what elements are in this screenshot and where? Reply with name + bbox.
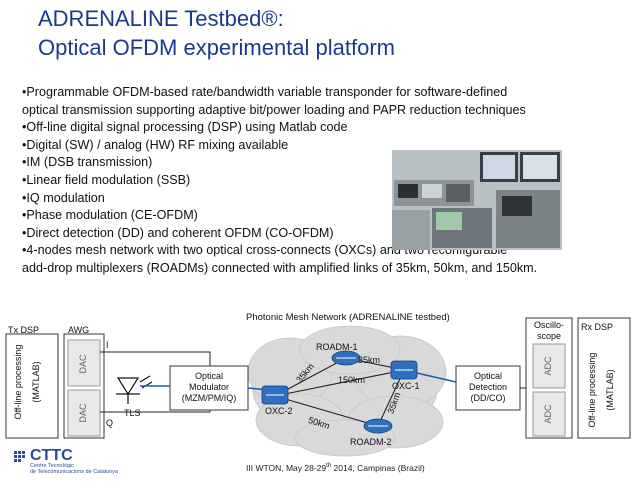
bullet-item: optical transmission supporting adaptive… [22,102,526,117]
logo-line: de Telecomunicacions de Catalunya [30,469,118,475]
logo-brand: CTTC [30,447,73,464]
bullet-item: •IQ modulation [22,190,105,205]
modulator-line: (MZM/PM/IQ) [181,393,237,403]
tls-label: TLS [124,408,141,418]
mesh-cloud [247,325,447,457]
bullet-item: •Off-line digital signal processing (DSP… [22,120,348,135]
bullet-item: •Direct detection (DD) and coherent OFDM… [22,225,334,240]
footer-venue: 2014, Campinas (Brazil) [331,463,425,473]
bullet-item: •Digital (SW) / analog (HW) RF mixing av… [22,137,289,152]
adc-top-label: ADC [543,356,553,376]
detection-line: Optical [473,371,502,381]
optical-detection-box [455,365,521,411]
cttc-logo: CTTC Centre Tecnològic de Telecomunicaci… [14,447,164,477]
logo-subtitle: Centre Tecnològic de Telecomunicacions d… [30,463,118,475]
optical-modulator-box [169,365,249,411]
oxc-1-label: OXC-1 [392,381,420,391]
rx-dsp-box [577,317,631,439]
scope-line: Oscillo- [533,320,564,330]
modulator-line: Optical [194,371,223,381]
scope-line: scope [536,331,562,341]
lab-equipment-photo [392,150,562,250]
signal-i-label: I [106,340,109,350]
roadm-2-label: ROADM-2 [350,437,392,447]
dac-bottom-label: DAC [78,403,88,423]
bullet-list: •Programmable OFDM-based rate/bandwidth … [22,84,622,278]
bullet-item: add-drop multiplexers (ROADMs) connected… [22,260,538,275]
footer-text: III WTON, May 28-29th 2014, Campinas (Br… [246,463,425,473]
rx-offline-processing-label: Off-line processing [587,352,597,428]
detection-line: Detection [468,382,508,392]
dac-top-label: DAC [78,354,88,374]
slide-title-line1: ADRENALINE Testbed®: [38,6,284,31]
oxc-2-label: OXC-2 [265,406,293,416]
tls-laser-icon [116,375,153,404]
dac-bottom-box [67,389,101,437]
link-150km-label: 150km [338,375,366,385]
adc-top-box [532,343,566,389]
footer-date: III WTON, May 28-29 [246,463,327,473]
modulator-label: Optical Modulator (MZM/PM/IQ) [170,371,248,404]
tx-offline-processing-label: Off-line processing [13,344,23,420]
oscilloscope-label: Oscillo- scope [526,320,572,342]
link-35km-label: 35km [358,355,381,365]
rx-matlab-label: (MATLAB) [605,369,615,411]
modulator-line: Modulator [188,382,230,392]
dac-top-box [67,339,101,387]
detection-label: Optical Detection (DD/CO) [456,371,520,404]
tx-dsp-box [5,333,59,439]
logo-line: Centre Tecnològic [30,463,74,469]
slide-title-line2: Optical OFDM experimental platform [38,35,395,60]
adc-bottom-label: ADC [543,404,553,424]
footer-sup: th [326,463,332,470]
bullet-item: •Linear field modulation (SSB) [22,172,191,187]
tx-matlab-label: (MATLAB) [31,361,41,403]
tx-dsp-label: Tx DSP [8,325,40,335]
roadm-1-label: ROADM-1 [316,342,358,352]
bullet-item: •4-nodes mesh network with two optical c… [22,243,508,258]
signal-q-label: Q [106,418,114,428]
bullet-item: •Phase modulation (CE-OFDM) [22,208,198,223]
bullet-item: •Programmable OFDM-based rate/bandwidth … [22,85,508,99]
detection-line: (DD/CO) [470,393,506,403]
network-title: Photonic Mesh Network (ADRENALINE testbe… [246,312,450,323]
rx-dsp-label: Rx DSP [581,322,614,332]
awg-label: AWG [68,325,90,335]
bullet-item: •IM (DSB transmission) [22,155,153,170]
adc-bottom-box [532,391,566,437]
